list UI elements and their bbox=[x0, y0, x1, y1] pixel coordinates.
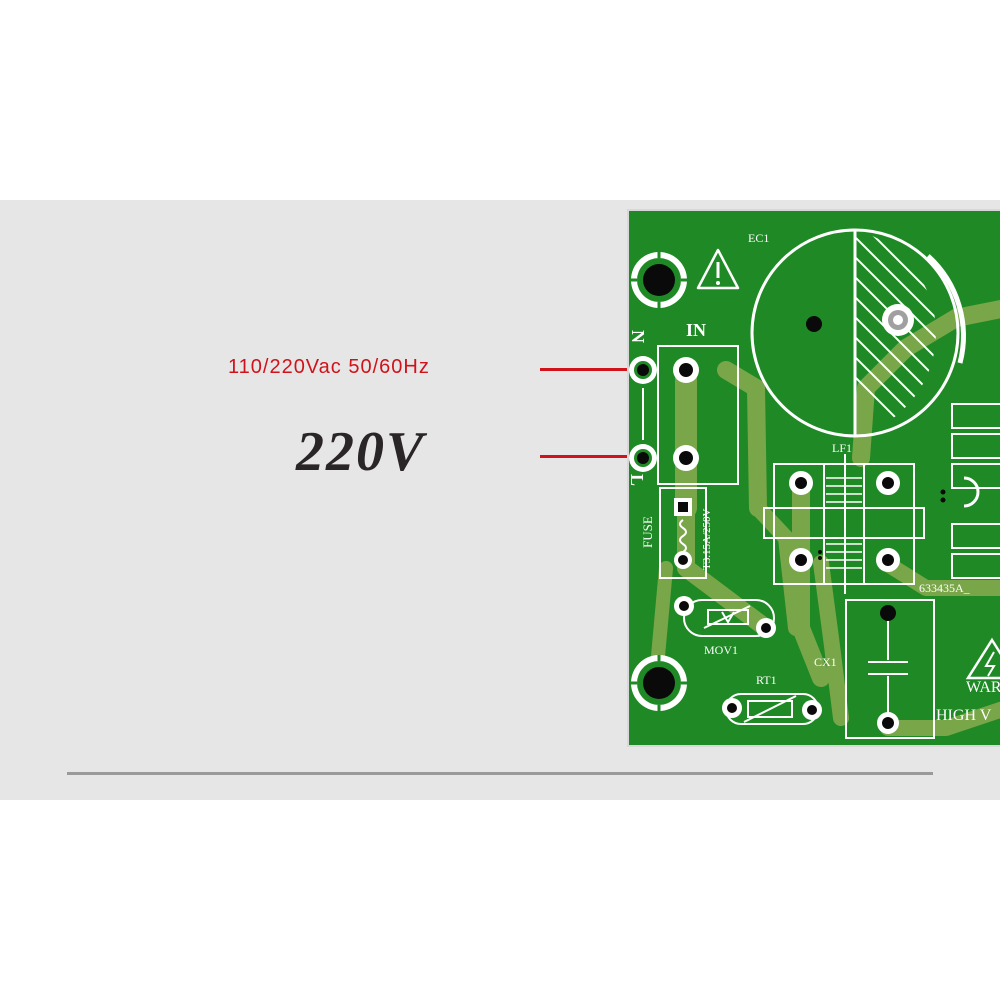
mov1-label: MOV1 bbox=[704, 643, 738, 657]
capacitor-cx1 bbox=[845, 599, 935, 739]
mounting-hole-icon bbox=[631, 252, 687, 308]
mounting-hole-icon bbox=[631, 655, 687, 711]
in-label: IN bbox=[686, 320, 706, 340]
pointer-line-n bbox=[540, 368, 640, 371]
fuse-component bbox=[659, 487, 707, 579]
pcb-board: EC1 IN N L bbox=[627, 209, 1000, 747]
inductor-lf1 bbox=[763, 454, 925, 594]
part-number-label: 633435A_ bbox=[919, 581, 971, 595]
ec1-label: EC1 bbox=[748, 231, 769, 245]
lf1-label: LF1 bbox=[832, 441, 852, 455]
voltage-range-label: 110/220Vac 50/60Hz bbox=[228, 356, 430, 378]
divider-line bbox=[67, 772, 933, 775]
via bbox=[940, 497, 946, 503]
pointer-line-l bbox=[540, 455, 640, 458]
thermistor-rt1 bbox=[722, 693, 822, 725]
transformer-edge bbox=[951, 403, 1000, 579]
high-voltage-label: HIGH V bbox=[936, 707, 992, 724]
line-label: L bbox=[627, 474, 647, 486]
warning-triangle-icon bbox=[696, 248, 740, 290]
background-band: 110/220Vac 50/60Hz 220V bbox=[0, 200, 1000, 800]
fuse-label: FUSE bbox=[640, 516, 655, 548]
varistor-mov1 bbox=[674, 596, 776, 638]
high-voltage-icon bbox=[965, 637, 1000, 680]
warning-label: WAR bbox=[966, 679, 1000, 696]
via bbox=[940, 489, 946, 495]
cx1-label: CX1 bbox=[814, 655, 837, 669]
rt1-label: RT1 bbox=[756, 673, 777, 687]
neutral-label: N bbox=[628, 330, 648, 343]
input-terminal bbox=[629, 345, 739, 485]
voltage-heading: 220V bbox=[296, 421, 426, 483]
